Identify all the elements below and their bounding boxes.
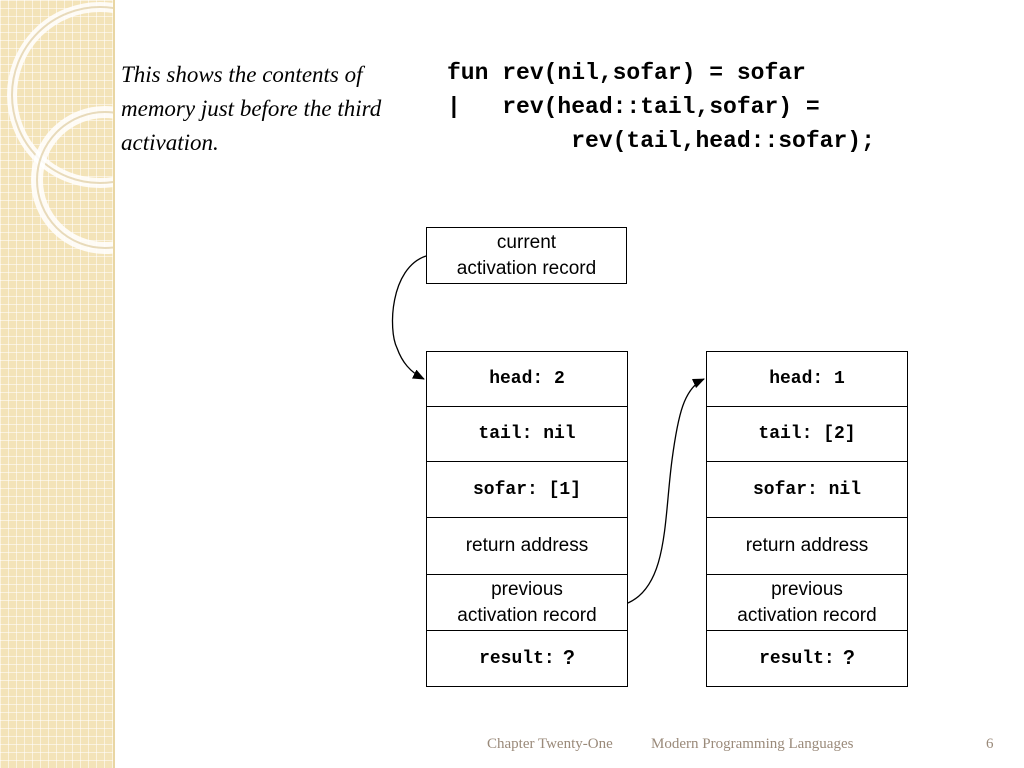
field-sofar: sofar: nil: [706, 462, 908, 518]
current-activation-record-box: current activation record: [426, 227, 627, 284]
field-head: head: 2: [426, 351, 628, 407]
field-result: result:?: [426, 631, 628, 687]
field-result-label: result:: [479, 648, 555, 669]
field-result: result:?: [706, 631, 908, 687]
field-previous-line-1: previous: [771, 578, 843, 600]
activation-record-right: head: 1 tail: [2] sofar: nil return addr…: [706, 351, 908, 687]
decorative-sidebar: [0, 0, 115, 768]
field-tail: tail: [2]: [706, 407, 908, 462]
code-block: fun rev(nil,sofar) = sofar| rev(head::ta…: [447, 56, 875, 158]
field-head: head: 1: [706, 351, 908, 407]
field-return-address: return address: [426, 518, 628, 575]
field-previous-line-2: activation record: [457, 604, 597, 626]
decorative-rings: [7, 2, 113, 254]
field-previous-line-2: activation record: [737, 604, 877, 626]
field-head-text: head: 2: [489, 369, 565, 389]
field-head-text: head: 1: [769, 369, 845, 389]
field-return-address-text: return address: [745, 535, 869, 556]
field-tail-text: tail: nil: [478, 424, 576, 444]
field-sofar: sofar: [1]: [426, 462, 628, 518]
current-box-line-1: current: [496, 231, 557, 253]
current-to-left-record-arrow: [391, 255, 427, 380]
field-tail-text: tail: [2]: [758, 424, 856, 444]
field-result-value: ?: [842, 647, 855, 669]
field-previous-activation-record: previous activation record: [426, 575, 628, 631]
code-line-2: | rev(head::tail,sofar) =: [447, 94, 820, 120]
field-result-value: ?: [562, 647, 575, 669]
footer-chapter: Chapter Twenty-One: [487, 736, 613, 752]
field-sofar-text: sofar: nil: [752, 479, 862, 500]
field-previous-line-1: previous: [491, 578, 563, 600]
activation-record-left: head: 2 tail: nil sofar: [1] return addr…: [426, 351, 628, 687]
code-line-3: rev(tail,head::sofar);: [447, 128, 875, 154]
field-previous-activation-record: previous activation record: [706, 575, 908, 631]
footer-page-number: 6: [986, 736, 994, 752]
left-previous-to-right-record-arrow: [627, 378, 705, 604]
footer-book-title: Modern Programming Languages: [651, 736, 854, 752]
field-return-address: return address: [706, 518, 908, 575]
slide-caption: This shows the contents of memory just b…: [121, 62, 382, 155]
field-result-label: result:: [759, 648, 835, 669]
code-line-1: fun rev(nil,sofar) = sofar: [447, 60, 806, 86]
field-sofar-text: sofar: [1]: [472, 479, 582, 500]
field-return-address-text: return address: [465, 535, 589, 556]
field-tail: tail: nil: [426, 407, 628, 462]
current-box-line-2: activation record: [456, 257, 597, 279]
